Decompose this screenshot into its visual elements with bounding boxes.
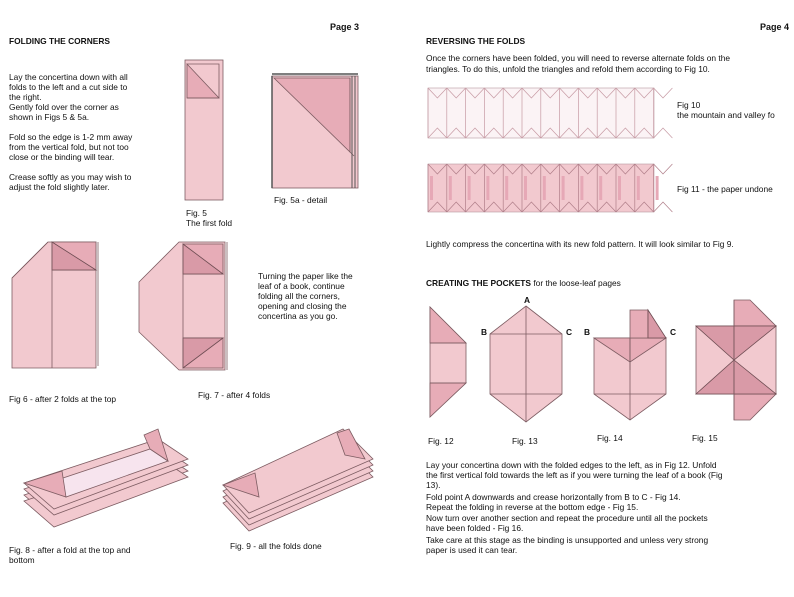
fig15-illustration (694, 299, 778, 421)
instruction-line: the right. (9, 92, 42, 102)
fig8-caption: Fig. 8 - after a fold at the top and (9, 545, 131, 555)
fig11-caption: Fig 11 - the paper undone (677, 184, 773, 194)
fig5-subcaption: The first fold (186, 218, 233, 228)
instruction-line: shown in Figs 5 & 5a. (9, 112, 90, 122)
compress-text: Lightly compress the concertina with its… (426, 239, 734, 249)
final-line: Repeat the folding in reverse at the bot… (426, 502, 639, 512)
instruction-line: Crease softly as you may wish to (9, 172, 132, 182)
fig15-caption: Fig. 15 (692, 433, 718, 443)
final-line: Fold point A downwards and crease horizo… (426, 492, 681, 502)
turning-line: concertina as you go. (258, 311, 338, 321)
instruction-line: Gently fold over the corner as (9, 102, 119, 112)
heading-reversing-folds: REVERSING THE FOLDS (426, 36, 526, 46)
point-b-label-fig14: B (584, 327, 591, 337)
heading-folding-corners: FOLDING THE CORNERS (9, 36, 110, 46)
point-c-label-fig14: C (670, 327, 677, 337)
fig12-illustration (429, 306, 468, 418)
fig10-illustration (427, 87, 673, 139)
heading-creating-pockets: CREATING THE POCKETS for the loose-leaf … (426, 278, 621, 289)
final-line: Take care at this stage as the binding i… (426, 535, 709, 545)
fig8-illustration (22, 428, 189, 528)
page-number-left: Page 3 (330, 22, 360, 32)
final-line: the first vertical fold towards the left… (426, 470, 723, 480)
fig10-subcaption: the mountain and valley fo (677, 110, 775, 120)
intro-line: triangles. To do this, unfold the triang… (426, 64, 710, 74)
page-number-right: Page 4 (760, 22, 790, 32)
fig13-illustration (489, 305, 563, 423)
turning-line: leaf of a book, continue (258, 281, 345, 291)
fig6-illustration (11, 241, 99, 369)
heading-pockets-rest: for the loose-leaf pages (531, 278, 621, 288)
fig8-caption-cont: bottom (9, 555, 35, 565)
turning-line: Turning the paper like the (258, 271, 353, 281)
fig14-caption: Fig. 14 (597, 433, 623, 443)
turning-line: opening and closing the (258, 301, 347, 311)
instruction-line: folds to the left and a cut side to (9, 82, 128, 92)
instruction-line: Fold so the edge is 1-2 mm away (9, 132, 133, 142)
instruction-line: adjust the fold slightly later. (9, 182, 110, 192)
fig9-caption: Fig. 9 - all the folds done (230, 541, 322, 551)
fig6-caption: Fig 6 - after 2 folds at the top (9, 394, 117, 404)
instruction-line: close or the binding will tear. (9, 152, 115, 162)
fig7-caption: Fig. 7 - after 4 folds (198, 390, 271, 400)
point-b-label: B (481, 327, 488, 337)
fig5a-caption: Fig. 5a - detail (274, 195, 328, 205)
turning-line: folding all the corners, (258, 291, 340, 301)
point-a-label: A (524, 295, 531, 305)
fig5a-illustration (271, 73, 359, 189)
fig9-illustration (221, 428, 374, 532)
final-line: Lay your concertina down with the folded… (426, 460, 717, 470)
intro-line: Once the corners have been folded, you w… (426, 53, 731, 63)
fig11-illustration (427, 163, 673, 213)
final-line: have been folded - Fig 16. (426, 523, 524, 533)
heading-pockets-bold: CREATING THE POCKETS (426, 278, 532, 288)
final-line: paper is used it can tear. (426, 545, 518, 555)
fig14-illustration (592, 308, 668, 421)
final-line: Now turn over another section and repeat… (426, 513, 708, 523)
fig5-caption: Fig. 5 (186, 208, 207, 218)
fig7-illustration (138, 241, 228, 371)
instruction-line: Lay the concertina down with all (9, 72, 128, 82)
point-c-label: C (566, 327, 573, 337)
fig10-caption: Fig 10 (677, 100, 701, 110)
fig5-illustration (184, 59, 224, 201)
fig12-caption: Fig. 12 (428, 436, 454, 446)
instruction-line: from the vertical fold, but not too (9, 142, 129, 152)
fig13-caption: Fig. 13 (512, 436, 538, 446)
final-line: 13). (426, 480, 441, 490)
